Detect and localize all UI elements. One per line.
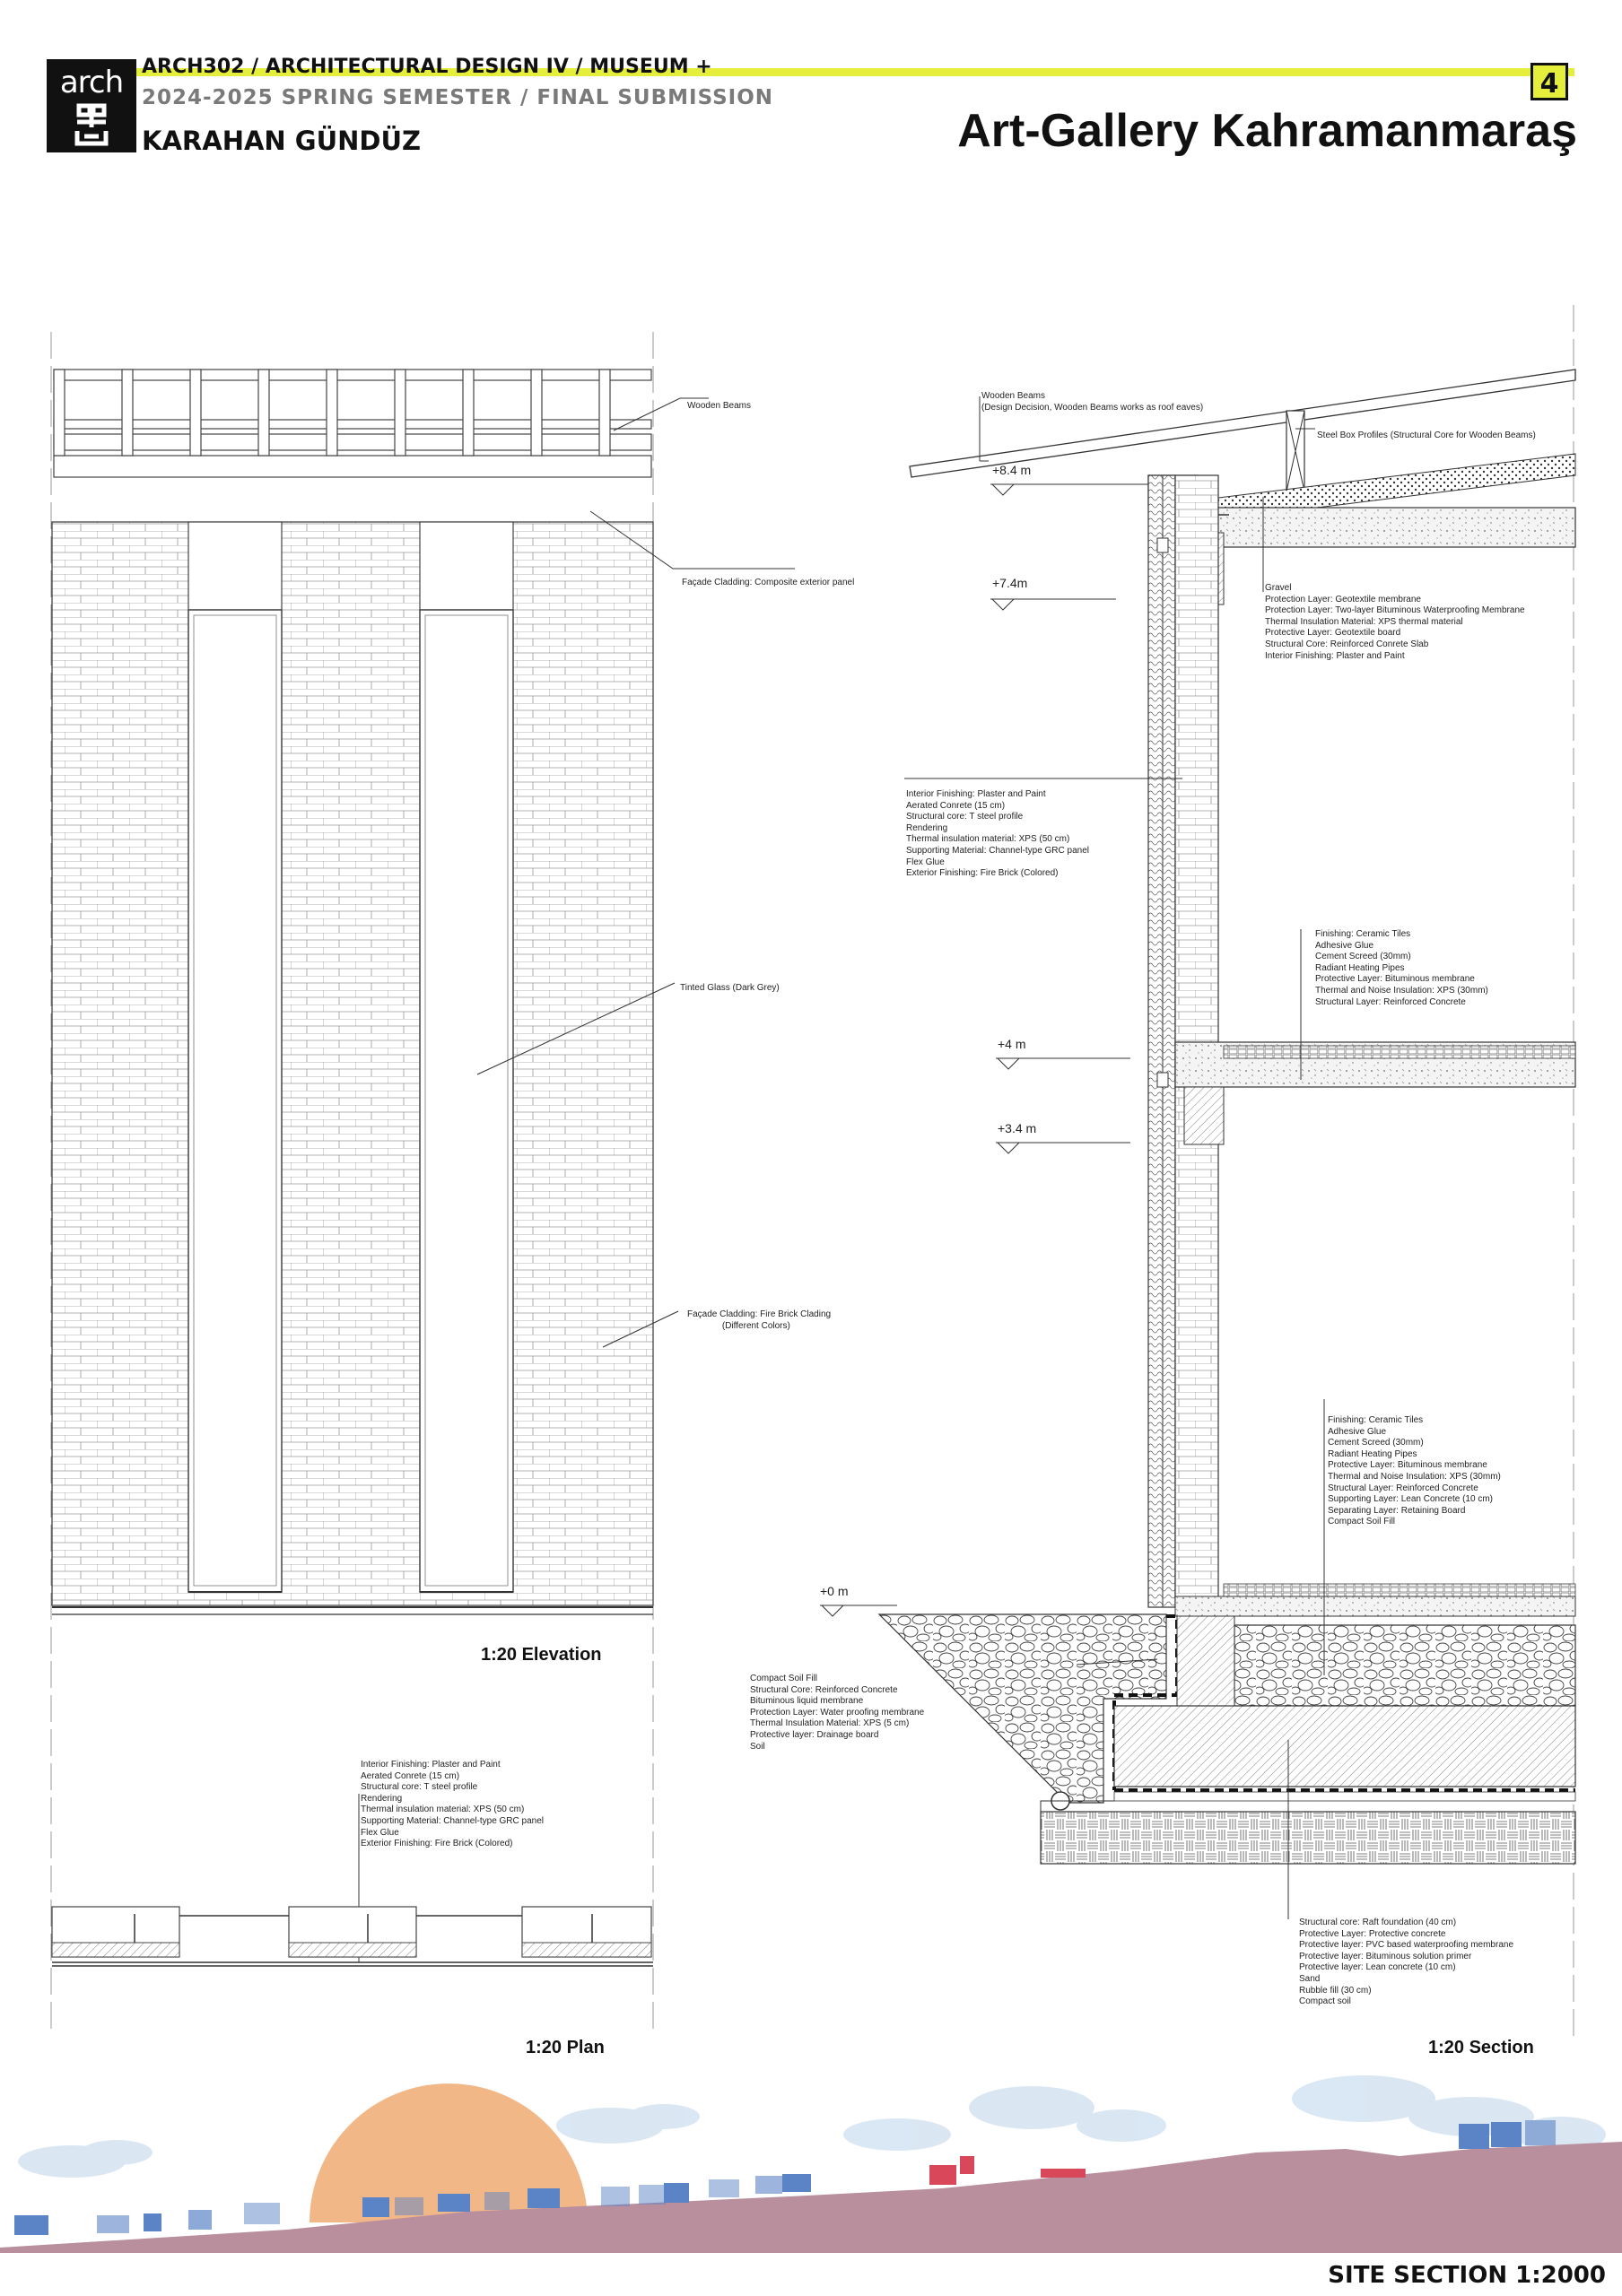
caption-site-section: SITE SECTION 1:2000 <box>1328 2262 1606 2289</box>
level-8-4: +8.4 m <box>992 463 1032 477</box>
logo-text: arch <box>59 65 124 100</box>
label-elevation-wooden-beams: Wooden Beams <box>687 401 751 411</box>
course-title: ARCH302 / ARCHITECTURAL DESIGN IV / MUSE… <box>142 56 712 78</box>
elevation-composite-panel-2 <box>419 521 514 611</box>
header-accent-bar <box>136 68 1574 76</box>
site-section <box>0 2075 1622 2253</box>
elevation-drawing <box>50 332 795 2036</box>
label-plan-wall-layers: Interior Finishing: Plaster and Paint Ae… <box>361 1760 544 1849</box>
elevation-glass-2 <box>419 609 514 1593</box>
section-rubble-fill <box>1040 1811 1576 1865</box>
section-gravel-fill <box>1234 1624 1576 1707</box>
sky-clouds <box>18 2075 1606 2178</box>
section-drawing <box>820 305 1576 2036</box>
level-3-4: +3.4 m <box>998 1121 1037 1135</box>
label-section-steel-box: Steel Box Profiles (Structural Core for … <box>1317 430 1536 440</box>
site-buildings <box>14 2120 1556 2235</box>
section-wooden-beam <box>909 369 1576 478</box>
level-0: +0 m <box>820 1584 849 1598</box>
elevation-composite-panel-1 <box>187 521 283 611</box>
sun-shape <box>310 2083 588 2222</box>
label-elevation-composite: Façade Cladding: Composite exterior pane… <box>682 578 855 587</box>
label-elevation-brick: Façade Cladding: Fire Brick Clading (Dif… <box>687 1309 832 1331</box>
site-gallery-building <box>929 2156 1086 2185</box>
plan-drawing <box>51 1794 653 1967</box>
section-wall-aerated <box>1174 474 1219 1608</box>
level-markers <box>820 483 1148 1617</box>
level-7-4: +7.4m <box>992 576 1028 590</box>
semester-label: 2024-2025 SPRING SEMESTER / FINAL SUBMIS… <box>142 86 774 109</box>
section-roof-slab <box>1189 507 1576 548</box>
elevation-glass-1 <box>187 609 283 1593</box>
site-ground <box>0 2142 1622 2253</box>
section-wall-insulation <box>1147 474 1176 1608</box>
label-elevation-tinted-glass: Tinted Glass (Dark Grey) <box>680 983 780 993</box>
caption-elevation: 1:20 Elevation <box>481 1645 602 1665</box>
elevation-wooden-beams <box>53 369 652 478</box>
logo: arch <box>47 59 136 152</box>
author-name: KARAHAN GÜNDÜZ <box>142 126 422 156</box>
label-section-wall-layers: Interior Finishing: Plaster and Paint Ae… <box>906 789 1089 879</box>
label-section-retaining-layers: Compact Soil Fill Structural Core: Reinf… <box>750 1674 925 1752</box>
label-section-roof-layers: Gravel Protection Layer: Geotextile memb… <box>1265 583 1525 661</box>
elevation-brick-facade <box>51 521 654 1606</box>
level-4: +4 m <box>998 1037 1026 1051</box>
label-section-wooden-beams: Wooden Beams (Design Decision, Wooden Be… <box>981 391 1204 413</box>
label-section-ground-layers: Finishing: Ceramic Tiles Adhesive Glue C… <box>1328 1415 1501 1527</box>
caption-section: 1:20 Section <box>1428 2038 1534 2057</box>
label-section-floor1-layers: Finishing: Ceramic Tiles Adhesive Glue C… <box>1315 929 1488 1007</box>
section-raft-foundation <box>1113 1705 1576 1787</box>
page-number: 4 <box>1530 63 1568 100</box>
caption-plan: 1:20 Plan <box>526 2038 605 2057</box>
logo-mark-icon <box>74 103 109 146</box>
sheet-title: Art-Gallery Kahramanmaraş <box>957 105 1577 157</box>
label-section-foundation-layers: Structural core: Raft foundation (40 cm)… <box>1299 1918 1514 2007</box>
